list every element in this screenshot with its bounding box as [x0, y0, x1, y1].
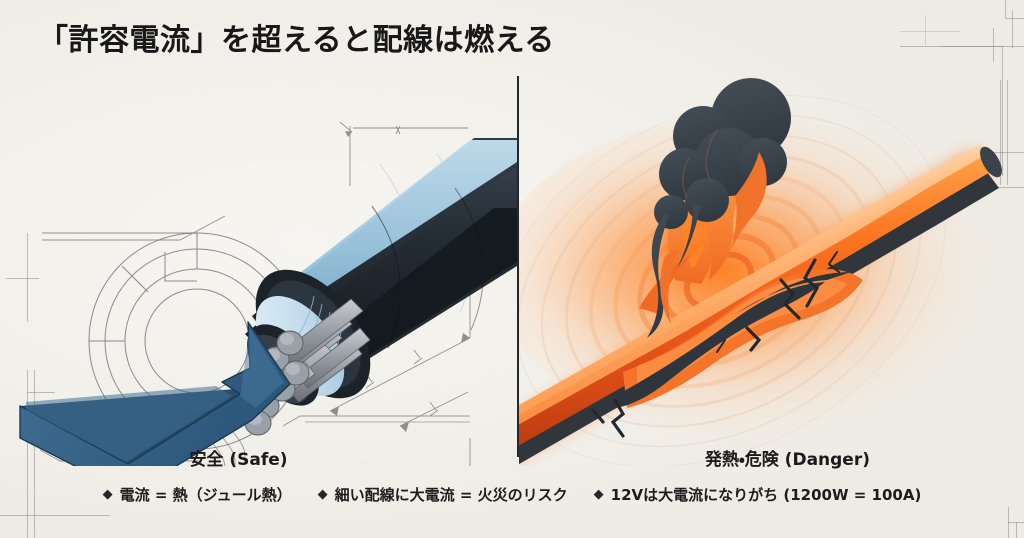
current-direction-arrow	[19, 321, 291, 466]
panel-danger-label: 発熱・危険 (Danger)	[704, 450, 870, 470]
overheated-wire	[519, 144, 1002, 465]
bullet-text-1: 電流 = 熱（ジュール熱）	[119, 486, 292, 504]
panel-danger: 発熱・危険 (Danger)	[519, 66, 1024, 470]
key-points-bar: ◆ 電流 = 熱（ジュール熱） ◆ 細い配線に大電流 = 火災のリスク ◆ 12…	[0, 484, 1024, 505]
cutaway-cable-illustration	[19, 121, 517, 466]
bullet-text-3: 12Vは大電流になりがち (1200W = 100A)	[610, 486, 922, 504]
overheating-wire-illustration	[519, 78, 1002, 466]
panel-safe-label: 安全 (Safe)	[189, 450, 288, 470]
bullet-text-2: 細い配線に大電流 = 火災のリスク	[334, 486, 568, 504]
diamond-bullet-icon: ◆	[593, 487, 604, 502]
diamond-bullet-icon: ◆	[102, 487, 113, 502]
diamond-bullet-icon: ◆	[317, 487, 328, 502]
panel-safe: 安全 (Safe)	[0, 66, 517, 470]
bullet-item-1: ◆ 電流 = 熱（ジュール熱）	[103, 484, 292, 505]
smoke-and-flame-plume	[639, 78, 791, 338]
bullet-item-2: ◆ 細い配線に大電流 = 火災のリスク	[318, 484, 568, 505]
bullet-item-3: ◆ 12Vは大電流になりがち (1200W = 100A)	[594, 484, 922, 505]
page-title: 「許容電流」を超えると配線は燃える	[38, 23, 555, 58]
wire-cracks	[591, 258, 820, 438]
panel-divider	[517, 76, 519, 457]
